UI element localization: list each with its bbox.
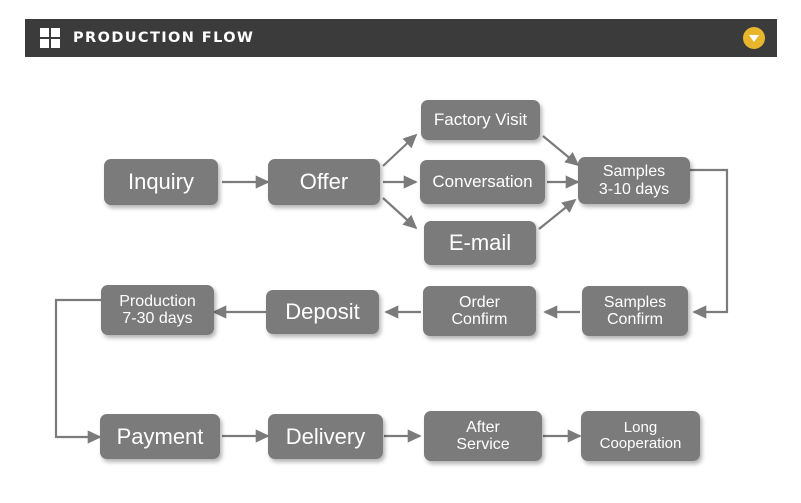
grid-2x2-icon <box>40 28 60 48</box>
node-inquiry[interactable]: Inquiry <box>104 159 218 205</box>
node-after-service[interactable]: After Service <box>424 411 542 461</box>
node-factory-visit[interactable]: Factory Visit <box>421 100 540 140</box>
node-conversation[interactable]: Conversation <box>420 160 545 204</box>
caret-glyph <box>749 35 759 42</box>
page-title: PRODUCTION FLOW <box>73 30 255 46</box>
chevron-down-icon[interactable] <box>743 27 765 49</box>
node-payment[interactable]: Payment <box>100 414 220 459</box>
node-order-confirm[interactable]: Order Confirm <box>423 286 536 336</box>
node-deposit[interactable]: Deposit <box>266 290 379 334</box>
header-bar: PRODUCTION FLOW <box>25 19 777 57</box>
node-samples[interactable]: Samples 3-10 days <box>578 157 690 204</box>
node-offer[interactable]: Offer <box>268 159 380 205</box>
node-delivery[interactable]: Delivery <box>268 414 383 459</box>
node-samples-confirm[interactable]: Samples Confirm <box>582 286 688 336</box>
node-long-cooperation[interactable]: Long Cooperation <box>581 411 700 461</box>
node-email[interactable]: E-mail <box>424 221 536 265</box>
node-production[interactable]: Production 7-30 days <box>101 285 214 335</box>
